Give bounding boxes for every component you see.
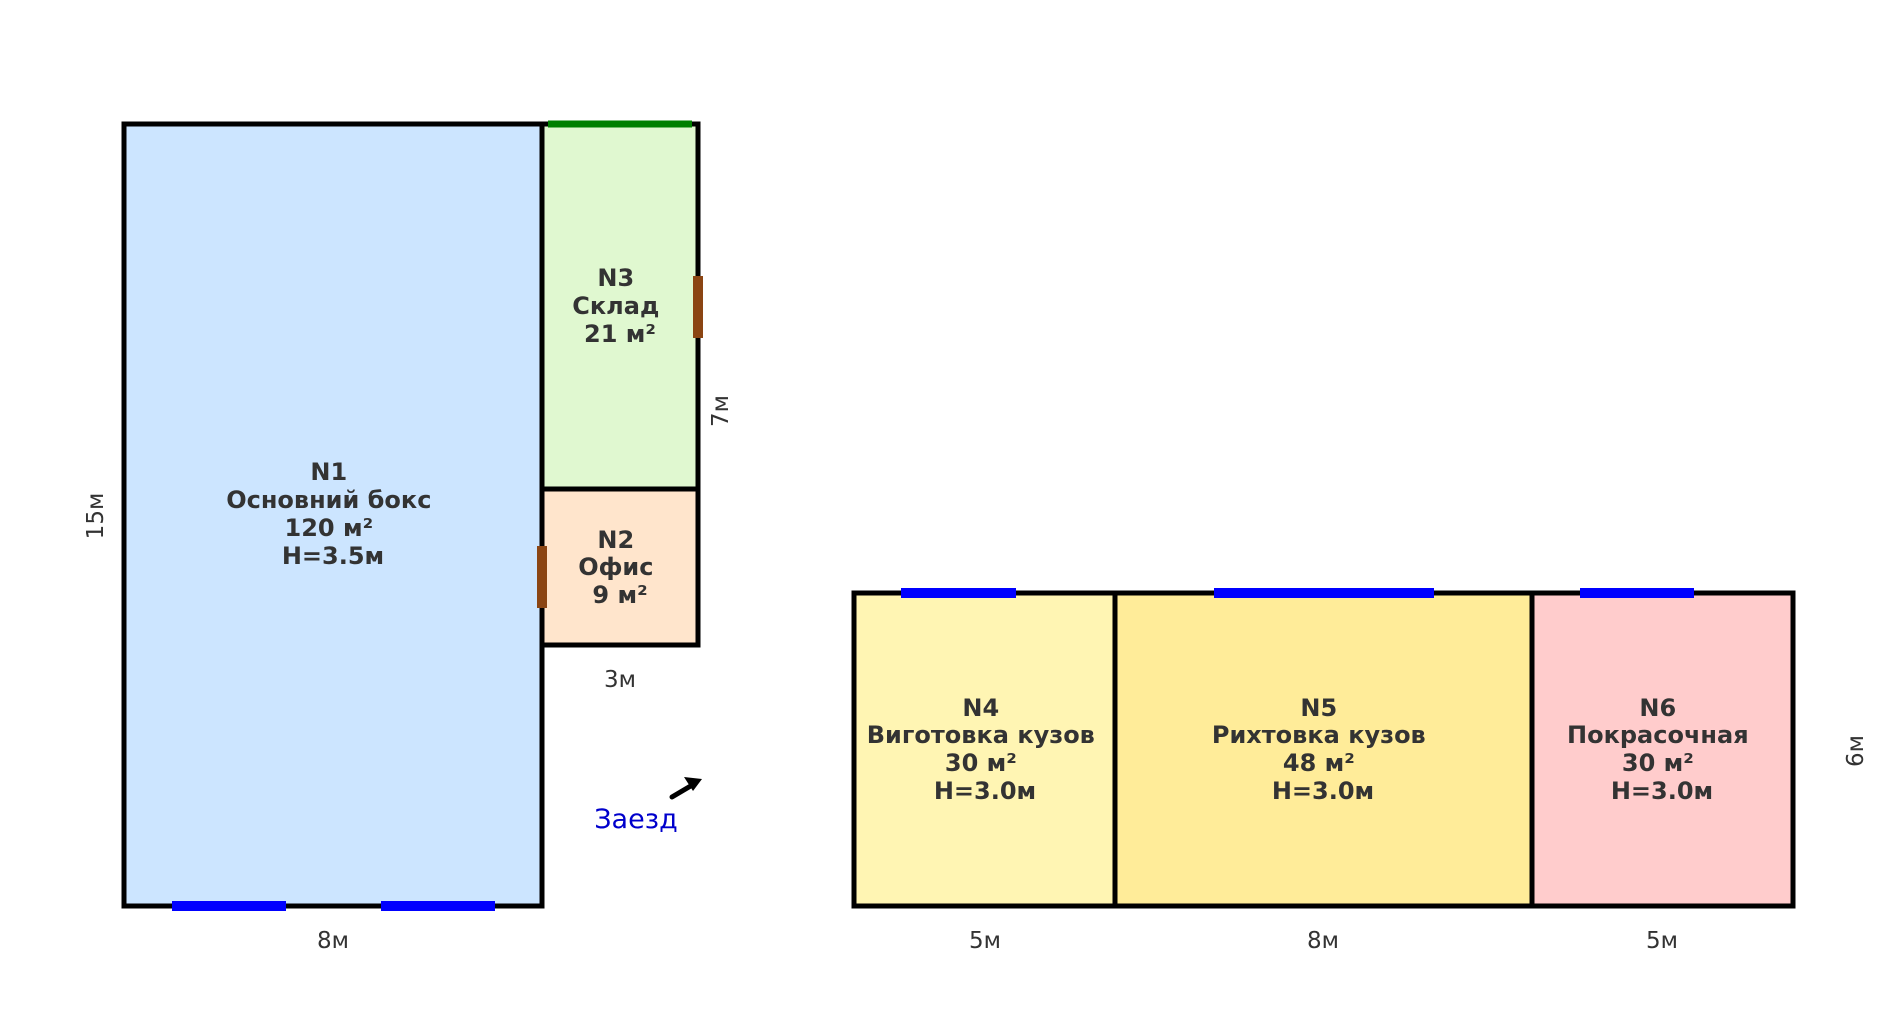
room-n1-height: H=3.5м [282, 542, 384, 570]
room-n5-area: 48 м² [1283, 749, 1355, 777]
room-n3-area: 21 м² [584, 320, 656, 348]
room-n1-name: Основний бокс [226, 486, 431, 514]
room-n1-area: 120 м² [285, 514, 374, 542]
room-n2-area: 9 м² [592, 581, 647, 609]
dim-n2-width: 3м [604, 667, 636, 693]
arrow-icon [669, 777, 702, 800]
room-n6-name: Покрасочная [1567, 721, 1749, 749]
room-n5-label: N5 Рихтовка кузов 48 м² H=3.0м [1212, 694, 1434, 805]
room-n6-height: H=3.0м [1611, 777, 1713, 805]
room-n1-id: N1 [310, 458, 347, 486]
room-n6-id: N6 [1639, 694, 1676, 722]
room-n3 [539, 121, 701, 492]
room-n3-label: N3 Склад 21 м² [572, 264, 667, 348]
room-n3-id: N3 [597, 264, 634, 292]
dim-row-height: 6м [1843, 735, 1869, 767]
room-n6-label: N6 Покрасочная 30 м² H=3.0м [1567, 694, 1757, 805]
room-n2-label: N2 Офис 9 м² [578, 526, 662, 609]
room-n4-label: N4 Виготовка кузов 30 м² H=3.0м [867, 694, 1103, 805]
dim-n6-width: 5м [1646, 928, 1678, 954]
dim-n4-width: 5м [969, 928, 1001, 954]
room-n5-id: N5 [1300, 694, 1337, 722]
room-n2-name: Офис [578, 553, 653, 581]
dim-n1-width: 8м [317, 928, 349, 954]
dim-n3-height: 7м [708, 395, 734, 427]
room-n4-area: 30 м² [945, 749, 1017, 777]
room-n4-name: Виготовка кузов [867, 721, 1095, 749]
room-n1-label: N1 Основний бокс 120 м² H=3.5м [226, 458, 440, 570]
room-n5-height: H=3.0м [1272, 777, 1374, 805]
room-n3-name: Склад [572, 292, 659, 320]
room-n4-id: N4 [962, 694, 999, 722]
room-n4-height: H=3.0м [934, 777, 1036, 805]
room-n5-name: Рихтовка кузов [1212, 721, 1426, 749]
room-n1 [121, 121, 545, 909]
dim-n1-height: 15м [83, 493, 109, 540]
room-n6-area: 30 м² [1622, 749, 1694, 777]
entry-label: Заезд [594, 804, 678, 835]
dim-n5-width: 8м [1307, 928, 1339, 954]
room-n2 [539, 486, 701, 648]
room-n2-id: N2 [597, 526, 634, 554]
